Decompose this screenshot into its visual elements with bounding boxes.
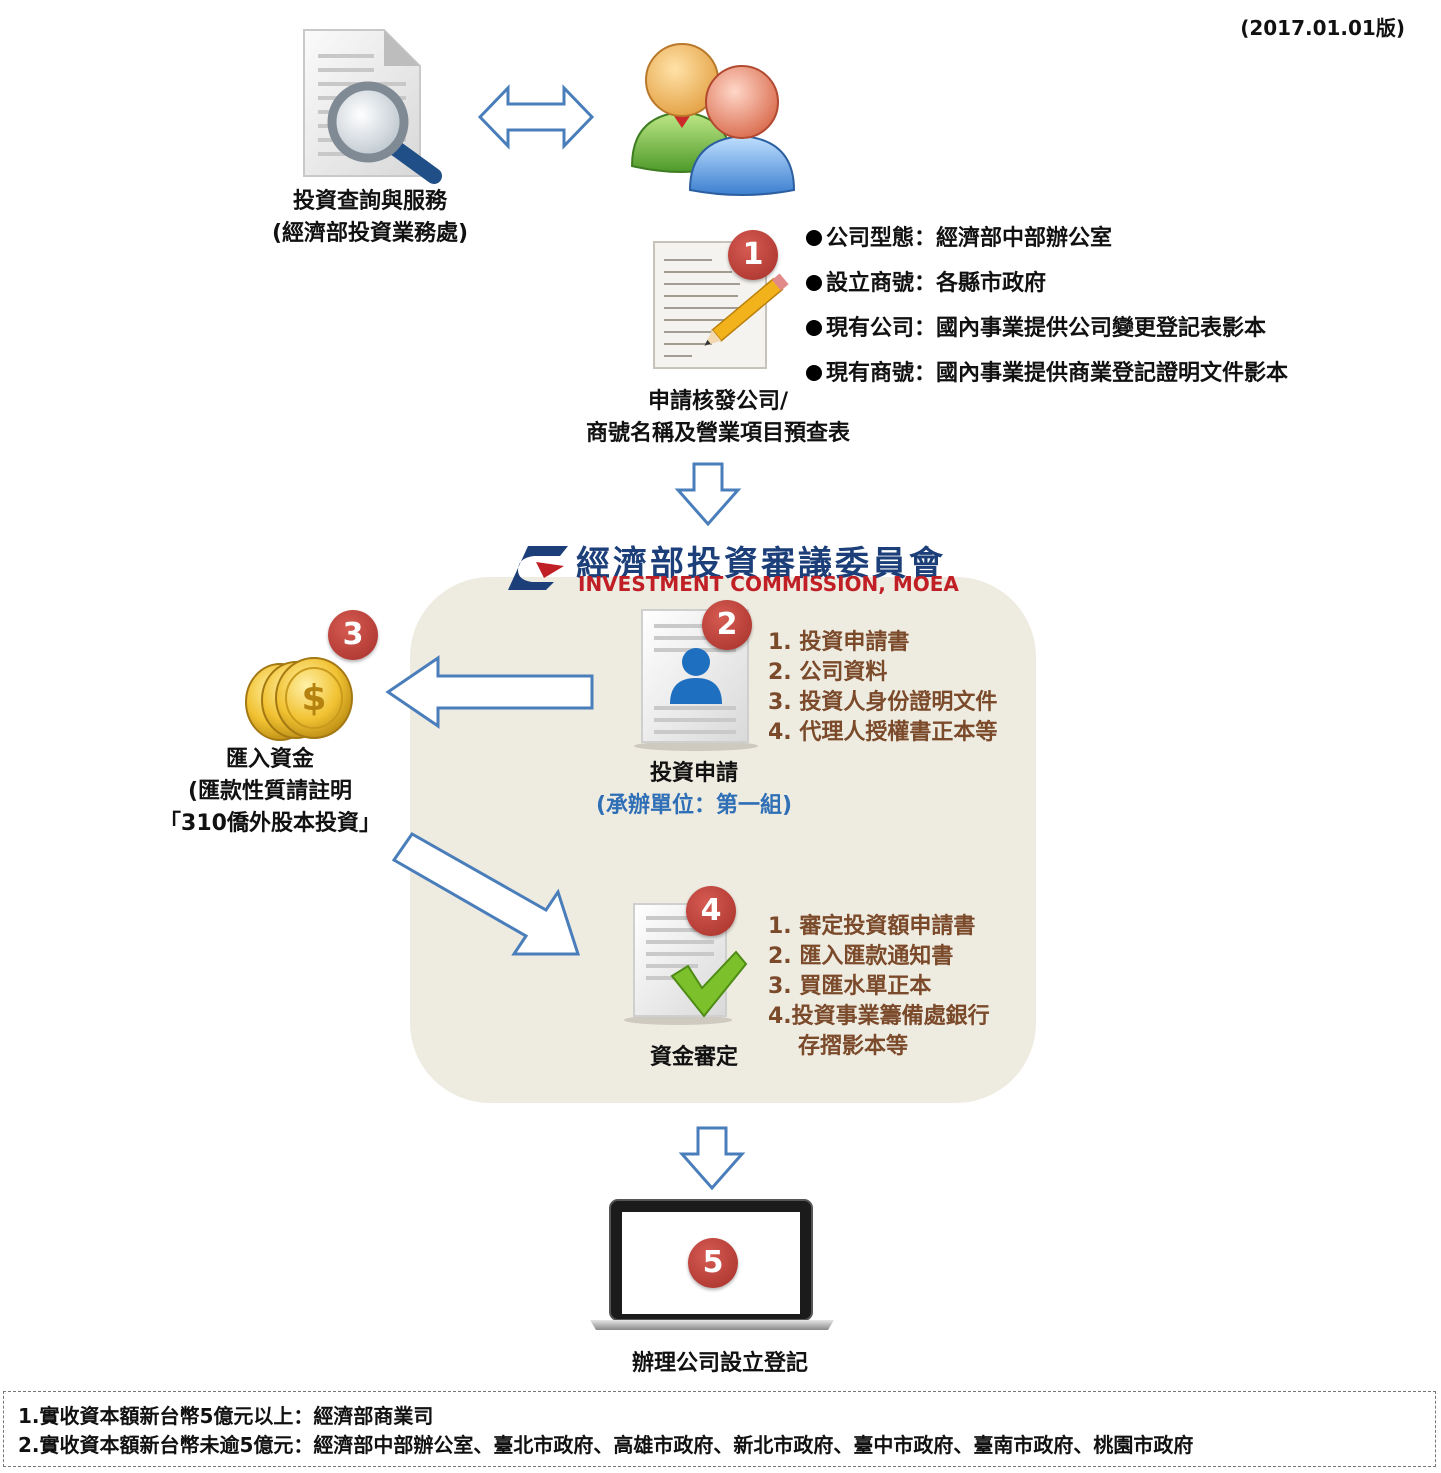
commission-logo-icon [508,546,568,590]
down-arrow-icon [674,462,742,527]
step2-item: 1. 投資申請書 [768,630,910,655]
footer-line-1: 1.實收資本額新台幣5億元以上：經濟部商業司 [18,1404,434,1428]
logo-english-name: INVESTMENT COMMISSION, MOEA [578,572,959,596]
bullet-item: 設立商號：各縣市政府 [806,261,1288,306]
left-arrow-icon [385,655,594,729]
service-title: 投資查詢與服務 [292,189,447,214]
step1-caption-line2: 商號名稱及營業項目預查表 [585,421,850,446]
step-badge-4: 4 [686,886,736,936]
double-arrow-icon [477,84,595,150]
step4-caption: 資金審定 [649,1045,738,1070]
footer-line-2: 2.實收資本額新台幣未逾5億元：經濟部中部辦公室、臺北市政府、高雄市政府、新北市… [18,1433,1194,1457]
step2-caption: 投資申請 [649,761,738,786]
bullet-item: 現有公司：國內事業提供公司變更登記表影本 [806,306,1288,351]
step2-item: 2. 公司資料 [768,660,888,685]
step2-item: 4. 代理人授權書正本等 [768,720,998,745]
step-badge-5: 5 [688,1238,738,1288]
version-label: (2017.01.01版) [1240,16,1405,40]
bullet-dot-icon [806,275,822,291]
step2-item: 3. 投資人身份證明文件 [768,690,998,715]
bullet-item: 公司型態：經濟部中部辦公室 [806,216,1288,261]
step-badge-2: 2 [702,600,752,650]
bullet-dot-icon [806,230,822,246]
bullet-item: 現有商號：國內事業提供商業登記證明文件影本 [806,351,1288,396]
step3-caption-line2: (匯款性質請註明 [187,779,353,804]
step3-caption-line1: 匯入資金 [225,747,314,772]
coins-icon: $ [245,657,353,741]
footer-notes: 1.實收資本額新台幣5億元以上：經濟部商業司 2.實收資本額新台幣未逾5億元：經… [3,1391,1436,1467]
step4-item: 4.投資事業籌備處銀行 [768,1004,990,1029]
step4-item: 3. 買匯水單正本 [768,974,932,999]
step4-item: 存摺影本等 [798,1034,909,1059]
step5-caption: 辦理公司設立登記 [631,1351,808,1376]
bullet-dot-icon [806,365,822,381]
document-search-icon [303,29,442,184]
svg-text:$: $ [301,678,326,719]
bullet-dot-icon [806,320,822,336]
people-icon [630,43,796,196]
step-badge-3: 3 [328,610,378,660]
diagonal-arrow-icon [391,832,581,956]
step4-item: 1. 審定投資額申請書 [768,914,976,939]
logo-chinese-name: 經濟部投資審議委員會 [576,544,946,584]
step2-subcaption: (承辦單位：第一組) [595,793,793,818]
step3-caption-line3: 「310僑外股本投資」 [159,811,381,836]
down-arrow-icon [678,1126,746,1191]
step1-caption-line1: 申請核發公司/ [647,389,789,414]
step4-item: 2. 匯入匯款通知書 [768,944,954,969]
step-badge-1: 1 [728,230,778,280]
service-subtitle: (經濟部投資業務處) [271,221,469,246]
